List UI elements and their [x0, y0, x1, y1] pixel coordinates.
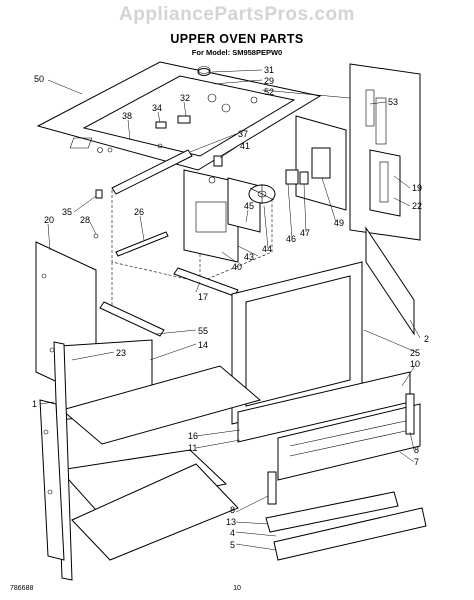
part-38-control-plate — [69, 75, 296, 157]
callout-52: 52 — [264, 87, 274, 97]
watermark: AppliancePartsPros.com — [119, 4, 355, 25]
callout-13: 13 — [226, 517, 236, 527]
callout-50: 50 — [34, 74, 44, 84]
callout-41: 41 — [240, 141, 250, 151]
diagram-title: UPPER OVEN PARTS — [170, 32, 304, 46]
callout-45: 45 — [244, 201, 254, 211]
callout-29: 29 — [264, 76, 274, 86]
callout-37: 37 — [238, 129, 248, 139]
part-1-left-strip — [39, 341, 73, 581]
callout-19: 19 — [412, 183, 422, 193]
part-13-bottom-trim — [265, 491, 427, 561]
part-2-side-trim — [365, 226, 415, 336]
part-37-rail — [111, 149, 193, 195]
callout-20: 20 — [44, 215, 54, 225]
part-8-glass-panel — [237, 371, 421, 505]
callout-31: 31 — [264, 65, 274, 75]
callout-11: 11 — [188, 443, 197, 453]
callout-38: 38 — [122, 111, 132, 121]
model-number: For Model: SM958PEPW0 — [191, 48, 283, 57]
callout-53: 53 — [388, 97, 398, 107]
part-44-fan-blade — [248, 184, 276, 204]
callout-16: 16 — [188, 431, 198, 441]
part-14-lower-panels — [59, 339, 262, 561]
callout-43: 43 — [244, 252, 254, 262]
callout-46: 46 — [286, 234, 296, 244]
part-31-knob — [197, 66, 211, 76]
part-49-motor-bracket — [285, 115, 347, 211]
callout-5: 5 — [230, 540, 235, 550]
callout-40: 40 — [232, 262, 242, 272]
callout-55: 55 — [198, 326, 208, 336]
callout-22: 22 — [412, 201, 422, 211]
part-41-bracket — [213, 155, 223, 167]
part-26-bracket — [115, 231, 169, 257]
callout-8-lower: 8 — [230, 505, 235, 515]
part-43-back-panel — [183, 169, 261, 263]
part-35-clip — [93, 189, 103, 239]
callout-26: 26 — [134, 207, 144, 217]
part-17-shelf-rails — [99, 267, 239, 337]
callout-44: 44 — [262, 244, 272, 254]
callout-8-upper: 8 — [414, 445, 419, 455]
callout-47: 47 — [300, 228, 310, 238]
callout-14: 14 — [198, 340, 208, 350]
callout-2: 2 — [424, 334, 429, 344]
callout-1: 1 — [32, 399, 37, 409]
callout-25: 25 — [410, 348, 420, 358]
callout-34: 34 — [152, 103, 162, 113]
page-number: 10 — [233, 585, 241, 592]
callout-17: 17 — [198, 292, 208, 302]
callout-49: 49 — [334, 218, 344, 228]
callout-7: 7 — [414, 457, 419, 467]
callout-4: 4 — [230, 528, 235, 538]
leader-lines — [39, 69, 421, 551]
callout-10: 10 — [410, 359, 420, 369]
callout-23: 23 — [116, 348, 126, 358]
callout-32: 32 — [180, 93, 190, 103]
part-52-right-panel — [349, 63, 421, 241]
callout-28: 28 — [80, 215, 90, 225]
callout-35: 35 — [62, 207, 72, 217]
figure-number: 786688 — [10, 585, 34, 592]
callout-labels: 50 31 29 52 32 34 38 53 37 41 35 26 28 2… — [32, 65, 429, 550]
